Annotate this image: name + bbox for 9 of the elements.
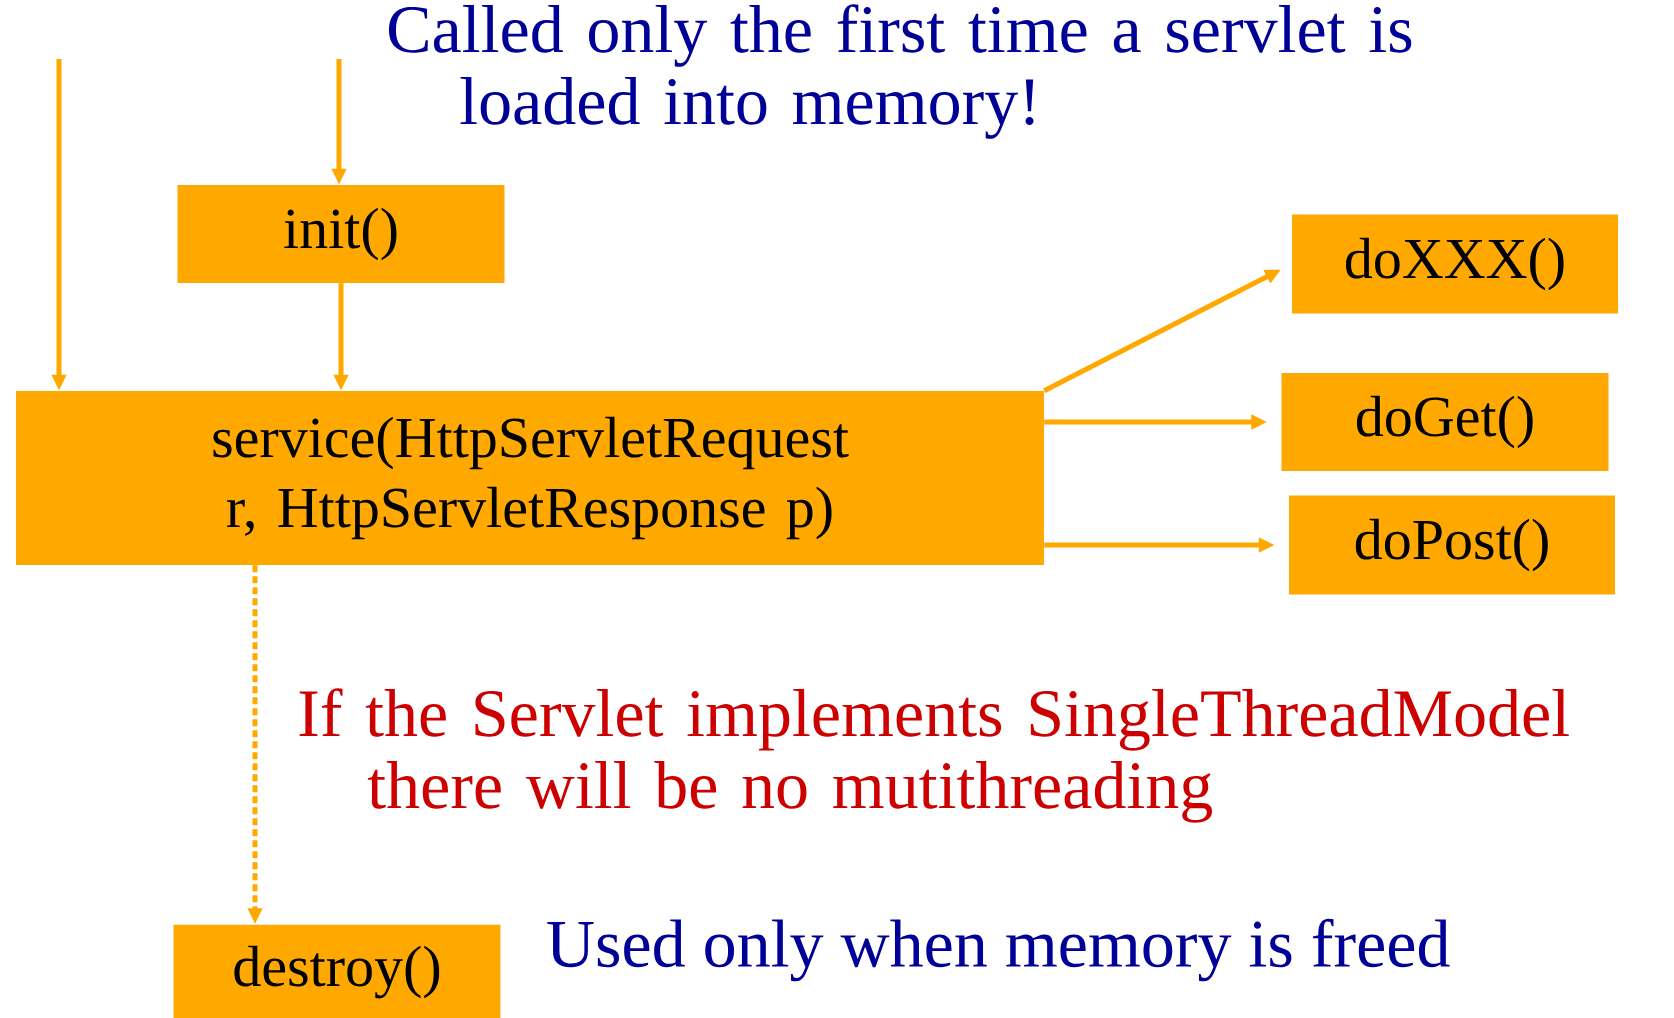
process-box: doXXX()	[1292, 214, 1618, 314]
process-box: destroy()	[173, 924, 501, 1018]
note-text: If the Servlet implements SingleThreadModel there will be no mutithreading	[299, 688, 1569, 823]
note-text: Used only when memory is freed	[547, 918, 1450, 982]
process-box: init()	[177, 185, 505, 283]
note-text: Called only the first time a servlet is loaded into memory!	[389, 4, 1412, 139]
process-box: doGet()	[1281, 373, 1609, 471]
process-box: service(HttpServletRequest r, HttpServletResponse p)	[16, 391, 1044, 565]
process-box: doPost()	[1289, 495, 1615, 595]
